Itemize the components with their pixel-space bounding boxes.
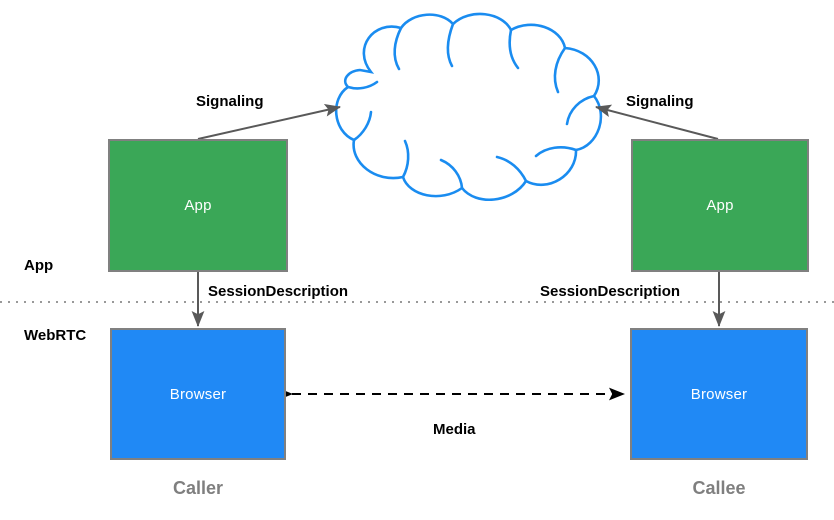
edge-label-signaling-left: Signaling bbox=[196, 93, 264, 110]
edge-label-session-description-left: SessionDescription bbox=[208, 283, 349, 300]
signaling-arrow-left bbox=[197, 104, 341, 140]
edge-label-session-description-right: SessionDescription bbox=[540, 283, 681, 300]
role-label-caller: Caller bbox=[172, 478, 224, 498]
node-caller-app-label: App bbox=[184, 197, 212, 214]
edge-label-media: Media bbox=[433, 421, 476, 438]
zone-label-webrtc: WebRTC bbox=[24, 327, 87, 344]
node-callee-app-label: App bbox=[706, 197, 734, 214]
node-callee-browser-label: Browser bbox=[690, 385, 748, 403]
zone-label-app: App bbox=[24, 257, 54, 274]
cloud-icon bbox=[334, 12, 603, 201]
signaling-arrow-right bbox=[595, 104, 719, 140]
node-callee-browser[interactable]: Browser bbox=[630, 328, 808, 460]
node-caller-browser-label: Browser bbox=[169, 385, 227, 403]
node-callee-app[interactable]: App bbox=[631, 139, 809, 272]
node-caller-app[interactable]: App bbox=[108, 139, 288, 272]
edge-label-signaling-right: Signaling bbox=[626, 93, 694, 110]
node-caller-browser[interactable]: Browser bbox=[110, 328, 286, 460]
role-label-callee: Callee bbox=[692, 478, 746, 498]
